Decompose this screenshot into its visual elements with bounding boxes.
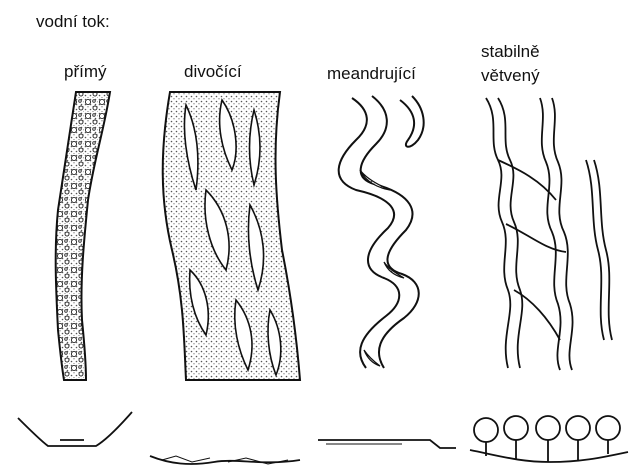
cross-section-braided xyxy=(150,456,300,464)
cross-section-anastomosing xyxy=(470,416,628,462)
straight-river-icon xyxy=(56,92,110,380)
meandering-river-icon xyxy=(339,96,424,368)
anastomosing-river-icon xyxy=(486,98,612,370)
cross-section-meandering xyxy=(318,440,456,448)
braided-river-icon xyxy=(163,92,300,380)
cross-section-straight xyxy=(18,412,132,446)
